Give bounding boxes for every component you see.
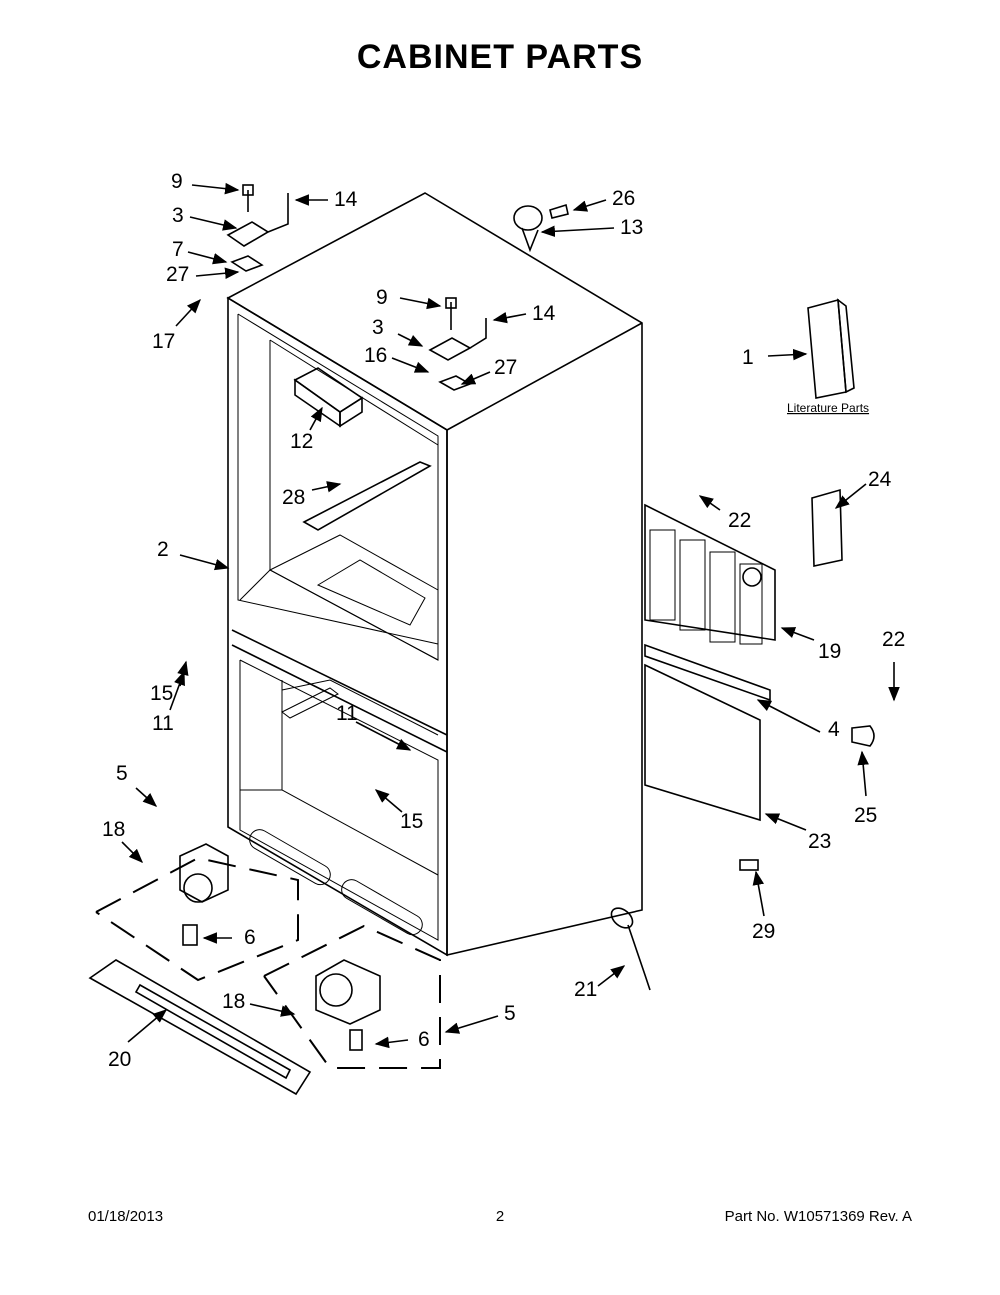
- footer-part-number: Part No. W10571369 Rev. A: [724, 1208, 912, 1225]
- literature-book: [807, 298, 855, 399]
- callout-label: 11: [336, 702, 358, 725]
- callout-label: 9: [171, 170, 183, 193]
- trim-piece: [811, 488, 843, 567]
- callout-label: 27: [166, 263, 189, 286]
- callout-label: 5: [504, 1002, 516, 1025]
- callout-label: 17: [152, 330, 175, 353]
- literature-parts-label: Literature Parts: [787, 401, 869, 415]
- callout-label: 15: [150, 682, 173, 705]
- callout-label: 14: [334, 188, 358, 211]
- callout-label: 23: [808, 830, 831, 853]
- callout-label: 19: [818, 640, 841, 663]
- callout-label: 29: [752, 920, 775, 943]
- callout-label: 6: [418, 1028, 430, 1051]
- insulation-strip: [644, 643, 771, 702]
- callout-label: 15: [400, 810, 423, 833]
- callout-label: 3: [172, 204, 184, 227]
- callout-label: 18: [222, 990, 245, 1013]
- callout-label: 6: [244, 926, 256, 949]
- callout-label: 7: [172, 238, 184, 261]
- cabinet-body: [226, 192, 643, 957]
- condenser-panel: [644, 503, 776, 645]
- callout-label: 14: [532, 302, 556, 325]
- small-clip: [739, 859, 759, 871]
- callout-labels: 9 14 3 7 27 17 26 13 9 14 3 16 27 1 12 2…: [102, 170, 905, 1071]
- top-hinge-left: [226, 184, 289, 272]
- control-housing: [293, 367, 364, 428]
- bottom-grille: [88, 959, 312, 1096]
- leveling-wrench: [610, 907, 651, 991]
- top-hinge-right: [428, 297, 487, 391]
- callout-label: 2: [157, 538, 169, 561]
- callout-label: 28: [282, 486, 305, 509]
- callout-label: 20: [108, 1048, 131, 1071]
- callout-label: 22: [728, 509, 751, 532]
- roller-right: [315, 959, 381, 1051]
- callout-label: 3: [372, 316, 384, 339]
- footer-date: 01/18/2013: [88, 1208, 164, 1225]
- hinge-cover: [513, 203, 569, 253]
- callout-label: 18: [102, 818, 125, 841]
- page-title: CABINET PARTS: [356, 38, 644, 76]
- callout-label: 21: [574, 978, 597, 1001]
- callout-label: 5: [116, 762, 128, 785]
- callout-label: 4: [828, 718, 840, 741]
- callout-label: 25: [854, 804, 877, 827]
- roller-left: [179, 843, 229, 946]
- callout-label: 1: [742, 346, 754, 369]
- callout-label: 16: [364, 344, 387, 367]
- callout-label: 24: [868, 468, 892, 491]
- clip: [851, 725, 875, 747]
- callout-label: 9: [376, 286, 388, 309]
- callout-label: 27: [494, 356, 517, 379]
- callout-label: 26: [612, 187, 635, 210]
- callout-label: 22: [882, 628, 905, 651]
- back-panel: [644, 663, 761, 822]
- leader-arrows: [121, 182, 900, 1049]
- footer-page-number: 2: [495, 1208, 505, 1225]
- callout-label: 11: [152, 712, 174, 735]
- shelf-rail: [281, 461, 432, 719]
- dashed-assembly-lines: [95, 856, 441, 1069]
- callout-label: 12: [290, 430, 313, 453]
- callout-label: 13: [620, 216, 643, 239]
